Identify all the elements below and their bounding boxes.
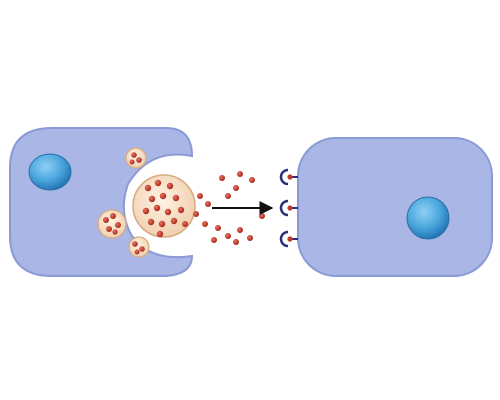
- target-cell: [297, 137, 493, 277]
- receptor-middle: [279, 199, 298, 217]
- vesicle-molecules: [103, 152, 188, 255]
- receptor-top: [279, 168, 298, 186]
- secreting-cell-nucleus: [28, 153, 72, 191]
- fusing-vesicle: [132, 174, 196, 238]
- target-cell-nucleus: [406, 196, 450, 240]
- vesicle-small-left: [97, 209, 127, 239]
- vesicle-small-top: [125, 147, 147, 169]
- vesicle-small-bottom: [128, 236, 150, 258]
- receptor-bottom: [279, 230, 298, 248]
